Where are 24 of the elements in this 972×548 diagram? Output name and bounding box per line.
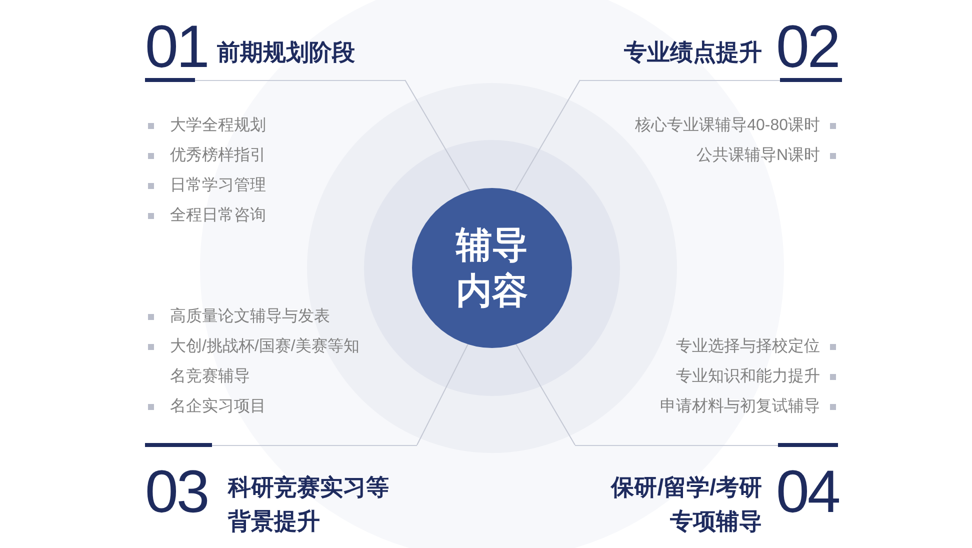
bullet-text: 申请材料与初复试辅导: [660, 397, 820, 417]
section-number: 02: [776, 17, 839, 77]
section-number: 04: [776, 462, 839, 522]
section-heading: 科研竞赛实习等背景提升: [228, 473, 390, 536]
bullet-text: 核心专业课辅导40-80课时: [635, 116, 820, 136]
bullet-text: 高质量论文辅导与发表: [170, 306, 331, 327]
bullet-text: 专业选择与择校定位: [676, 337, 820, 357]
connector-line: [404, 80, 471, 192]
connector-line: [416, 344, 468, 446]
section-heading: 保研/留学/考研专项辅导: [610, 473, 762, 536]
section-heading: 专业绩点提升: [623, 38, 762, 67]
bullet-text: 大创/挑战杯/国赛/美赛等知名竞赛辅导: [170, 336, 360, 387]
bullet-text: 名企实习项目: [170, 396, 267, 417]
section-number: 01: [145, 17, 208, 77]
bullet-text: 优秀榜样指引: [170, 146, 266, 166]
bullet-text: 大学全程规划: [170, 116, 266, 136]
bullet-text: 日常学习管理: [170, 176, 266, 196]
connector-line: [516, 344, 576, 446]
section-number: 03: [145, 462, 208, 522]
connector-line: [514, 80, 580, 192]
bullet-text: 全程日常咨询: [170, 206, 266, 226]
bullet-text: 专业知识和能力提升: [676, 367, 820, 387]
section-heading: 前期规划阶段: [217, 38, 356, 67]
bullet-text: 公共课辅导N课时: [696, 146, 820, 166]
